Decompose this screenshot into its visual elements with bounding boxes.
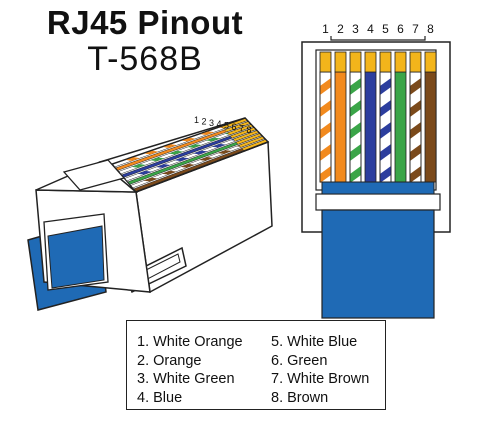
flat-wire-7 [409,51,422,183]
legend-column-left: 1. White Orange 2. Orange 3. White Green… [137,333,243,407]
flat-wire-6 [394,51,407,183]
flat-strain-relief [315,193,441,211]
pin-number-7: 7 [412,22,419,36]
flat-wire-8 [424,51,437,183]
flat-cable [321,209,435,319]
legend-item: 8. Brown [271,389,329,406]
flat-wire-5 [379,51,392,183]
pin-bracket [330,36,426,41]
pin-number-4: 4 [367,22,374,36]
plug-pin-number-3: 3 [209,118,214,128]
page-title: RJ45 Pinout [46,4,244,41]
plug-pin-number-7: 7 [239,123,244,133]
flat-wire-3 [349,51,362,183]
plug-cable-inside [47,225,105,289]
legend-item: 7. White Brown [271,371,370,387]
legend-item: 4. Blue [137,389,183,406]
legend-item: 5. White Blue [271,334,358,350]
pin-number-3: 3 [352,22,359,36]
pin-number-5: 5 [382,22,389,36]
legend-column-right: 5. White Blue 6. Green 7. White Brown 8.… [271,333,369,407]
flat-wire-1 [319,51,332,183]
legend-item: 2. Orange [137,352,202,369]
legend-item: 3. White Green [137,371,235,387]
plug-pin-number-6: 6 [232,122,237,132]
page-subtitle: T-568B [87,40,203,78]
plug-wire-strips [112,118,268,192]
legend-item: 1. White Orange [137,334,243,350]
plug-pin-number-8: 8 [247,125,252,135]
pin-number-2: 2 [337,22,344,36]
plug-pin-number-5: 5 [224,121,229,131]
plug-pin-number-2: 2 [202,116,207,126]
flat-cable-jacket [321,181,435,195]
pin-number-1: 1 [322,22,329,36]
legend-item: 6. Green [271,352,328,369]
flat-wire-2 [334,51,347,183]
pinout-legend: 1. White Orange 2. Orange 3. White Green… [126,320,386,410]
pin-number-6: 6 [397,22,404,36]
pin-number-8: 8 [427,22,434,36]
flat-wire-4 [364,51,377,183]
plug-pin-number-4: 4 [217,119,222,129]
plug-front-window [62,159,126,191]
plug-pin-number-1: 1 [194,115,199,125]
